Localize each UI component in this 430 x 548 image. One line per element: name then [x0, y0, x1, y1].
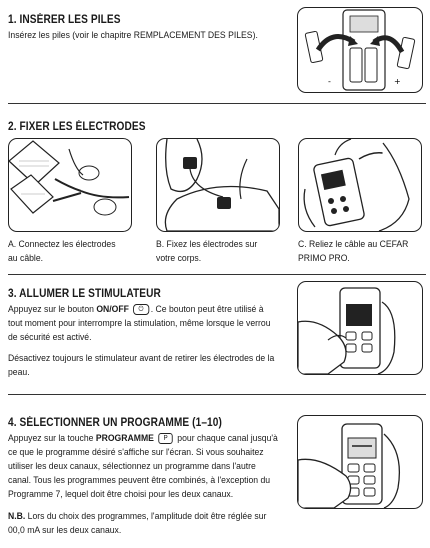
section-2-title: 2. FIXER LES ÉLECTRODES: [8, 121, 146, 133]
connect-device-illustration: [298, 138, 422, 232]
section-4-line-4: canal. Tous les programmes peuvent être …: [8, 475, 271, 486]
section-3-line-4: Désactivez toujours le stimulateur avant…: [8, 353, 275, 364]
caption-a-line-2: au câble.: [8, 253, 44, 264]
battery-insertion-illustration: - +: [297, 7, 423, 93]
note-line-2: 00,0 mA sur les deux canaux.: [8, 525, 122, 536]
electrode-cable-illustration: [8, 138, 132, 232]
section-4-line-1: Appuyez sur la touche PROGRAMME P pour c…: [8, 432, 278, 446]
electrode-cable-drawing: [9, 140, 130, 216]
section-3-line-3: de sécurité est activé.: [8, 332, 92, 343]
caption-a-line-1: A. Connectez les électrodes: [8, 239, 116, 250]
divider-1: [8, 103, 426, 104]
section-3-line-2: tout moment pour interrompre la stimulat…: [8, 318, 271, 329]
section-3-line-5: peau.: [8, 367, 30, 378]
section-1-title: 1. INSÉRER LES PILES: [8, 14, 121, 26]
section-4-title: 4. SÉLECTIONNER UN PROGRAMME (1–10): [8, 417, 222, 429]
svg-text:-: -: [328, 77, 331, 86]
on-off-instruction-suffix: . Ce bouton peut être utilisé à: [150, 304, 264, 315]
note-label: N.B.: [8, 511, 26, 522]
section-4-line-2: ce que le programme désiré s'affiche sur…: [8, 447, 264, 458]
electrodes-on-body-drawing: [164, 139, 279, 231]
caption-b-line-1: B. Fixez les électrodes sur: [156, 239, 258, 250]
section-1-text: Insérez les piles (voir le chapitre REMP…: [8, 30, 258, 41]
svg-text:+: +: [394, 77, 401, 86]
note-text-1: Lors du choix des programmes, l'amplitud…: [25, 511, 267, 522]
program-instruction-prefix: Appuyez sur la touche: [8, 433, 96, 444]
section-3-line-1: Appuyez sur le bouton ON/OFF ⏻. Ce bouto…: [8, 303, 278, 317]
on-off-instruction-prefix: Appuyez sur le bouton: [8, 304, 97, 315]
program-button-icon: P: [158, 432, 174, 444]
electrodes-on-body-illustration: [156, 138, 280, 232]
power-button-icon: ⏻: [133, 303, 149, 315]
section-4-line-5: Programme 7, lequel doit être choisi pou…: [8, 489, 234, 500]
program-select-illustration: [297, 415, 423, 509]
program-key-label: PROGRAMME: [95, 433, 154, 444]
on-off-key-label: ON/OFF: [96, 304, 129, 315]
section-3-title: 3. ALLUMER LE STIMULATEUR: [8, 288, 161, 300]
caption-b-line-2: votre corps.: [156, 253, 202, 264]
power-on-drawing: [298, 287, 396, 374]
divider-2: [8, 274, 426, 275]
note-line-1: N.B. Lors du choix des programmes, l'amp…: [8, 510, 266, 524]
program-select-drawing: [298, 423, 401, 508]
program-instruction-suffix: pour chaque canal jusqu'à: [174, 433, 278, 444]
section-4-line-3: utiliser les deux canaux, sélectionnez u…: [8, 461, 256, 472]
caption-c-line-1: C. Reliez le câble au CEFAR: [298, 239, 409, 250]
connect-device-drawing: [303, 139, 410, 231]
divider-3: [8, 394, 426, 395]
caption-c-line-2: PRIMO PRO.: [298, 253, 350, 264]
power-on-illustration: [297, 281, 423, 375]
battery-insertion-drawing: - +: [304, 9, 416, 91]
